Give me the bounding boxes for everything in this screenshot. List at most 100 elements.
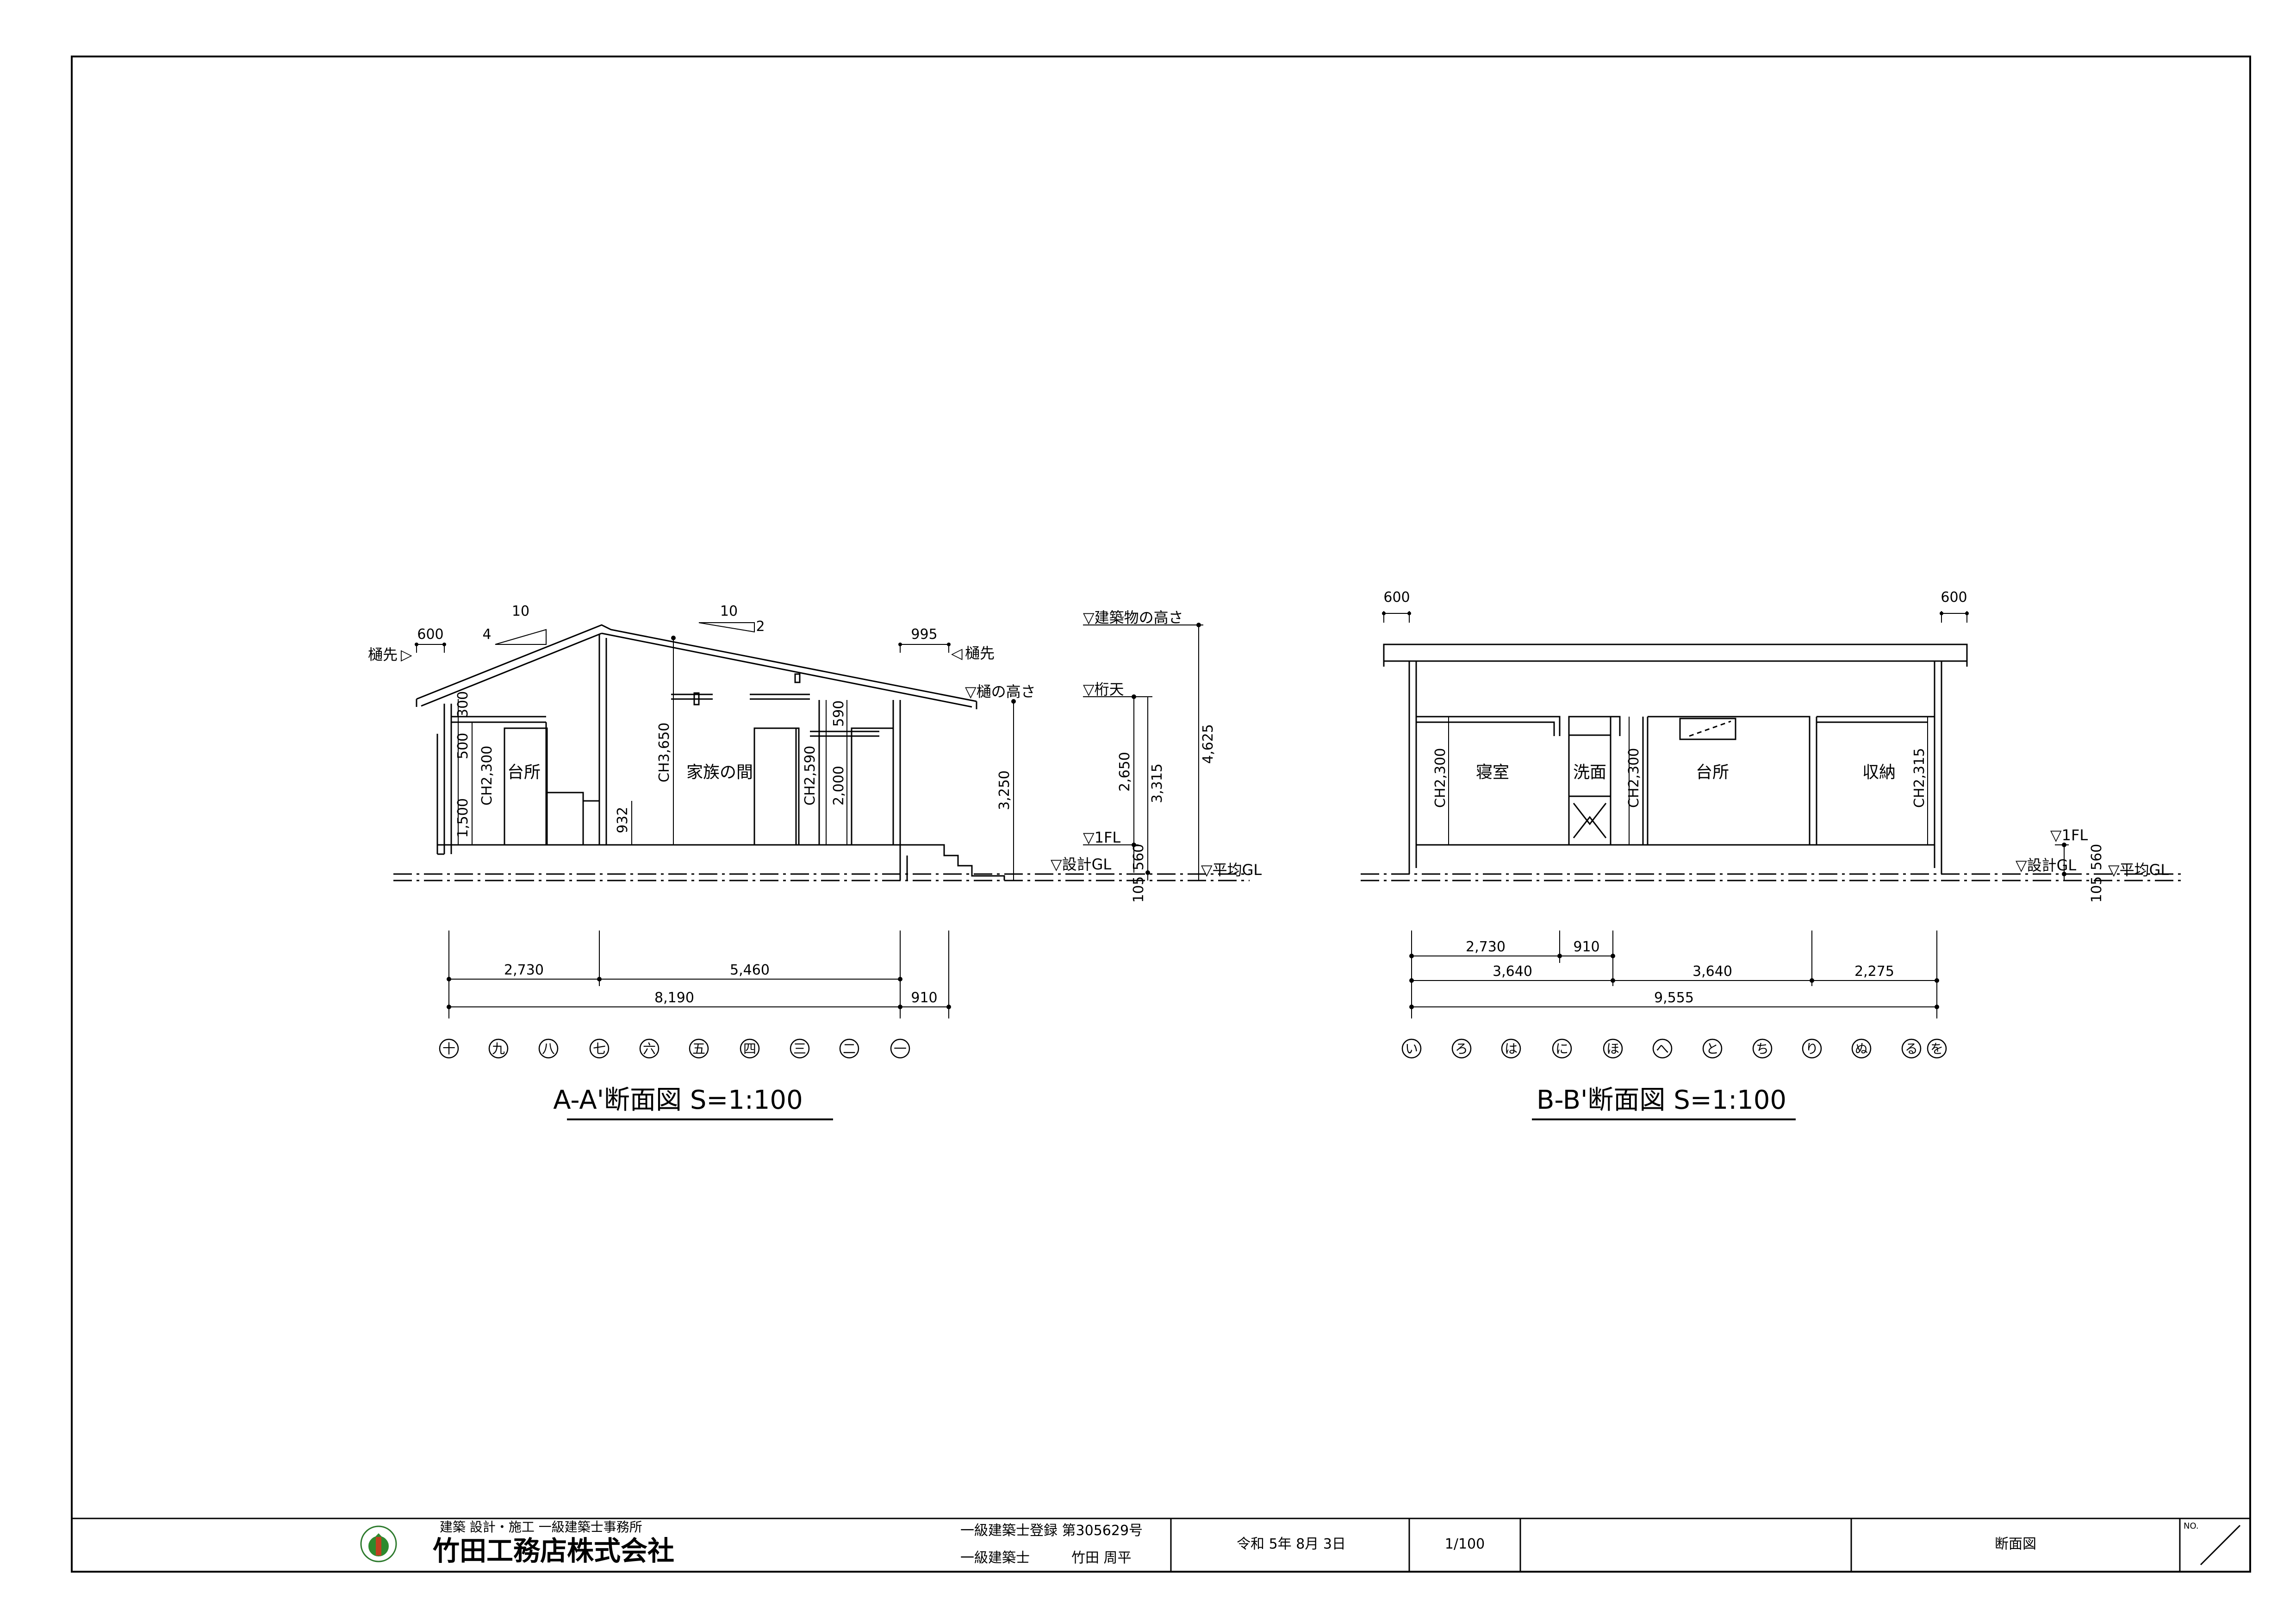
span-dim: 8,190 [654, 990, 694, 1006]
drawing-name: 断面図 [1995, 1536, 2036, 1552]
height-dim: 2,650 [1117, 752, 1133, 792]
pitch-rise-left: 4 [482, 626, 491, 643]
height-dim: 105 [1131, 876, 1147, 903]
drawing-date: 令和 5年 8月 3日 [1237, 1536, 1346, 1552]
level-beam-top: ▽桁天 [1083, 681, 1124, 698]
axis-label: ほ [1606, 1041, 1619, 1056]
span-dim: 2,275 [1854, 963, 1894, 980]
eave-tip-right-mark: ◁ [951, 644, 963, 662]
height-dim: 300 [455, 691, 471, 718]
section-bb-dimensions [1383, 611, 2069, 1018]
axis-label: ぬ [1855, 1041, 1868, 1056]
section-aa-labels: 600 995 樋先 ▷ ◁ 樋先 10 4 10 2 台所 家族の間 CH2,… [368, 603, 1262, 1006]
eave-dim-left: 600 [1383, 589, 1410, 606]
section-bb-labels: 600 600 寝室 洗面 台所 収納 CH2,300 CH2,300 CH2,… [1383, 589, 2169, 1006]
eave-tip-right: 樋先 [965, 644, 995, 662]
span-dim: 9,555 [1654, 990, 1694, 1006]
axis-label: ろ [1455, 1041, 1468, 1056]
axis-label: 五 [692, 1041, 705, 1056]
span-dim: 3,640 [1493, 963, 1532, 980]
pitch-run-left: 10 [512, 603, 529, 619]
axis-label: へ [1656, 1041, 1669, 1056]
level-1fl: ▽1FL [1083, 829, 1120, 846]
height-dim: 3,250 [996, 770, 1013, 810]
height-dim: 590 [831, 700, 847, 727]
level-design-gl: ▽設計GL [2016, 856, 2076, 874]
section-aa-title: A-A'断面図 S=1:100 [553, 1085, 803, 1115]
drawing-scale: 1/100 [1445, 1536, 1485, 1552]
company-name: 竹田工務店株式会社 [433, 1535, 674, 1567]
eave-tip-left: 樋先 [368, 646, 398, 663]
height-dim: 932 [615, 807, 631, 833]
span-dim: 3,640 [1692, 963, 1732, 980]
eave-dim-right: 600 [1941, 589, 1967, 606]
sheet-number-label: NO. [2184, 1521, 2199, 1531]
axis-label: 四 [743, 1041, 756, 1056]
sheet-border [71, 56, 2251, 1573]
axis-label: り [1805, 1041, 1818, 1056]
ceiling-height: CH3,650 [656, 723, 672, 782]
level-average-gl: ▽平均GL [1201, 861, 1262, 879]
eave-dim-left: 600 [417, 626, 443, 643]
section-bb-dim-dots [1382, 612, 2066, 1009]
span-dim: 910 [911, 990, 937, 1006]
section-bb-axes [1401, 1038, 1947, 1059]
axis-label: い [1405, 1041, 1418, 1056]
level-1fl: ▽1FL [2050, 826, 2088, 844]
company-subtitle: 建築 設計・施工 一級建築士事務所 [440, 1519, 642, 1535]
axis-label: 三 [793, 1041, 806, 1056]
pitch-run-right: 10 [720, 603, 738, 619]
section-aa-axes [439, 1038, 910, 1059]
company-logo [360, 1525, 397, 1562]
axis-label: 十 [442, 1041, 455, 1056]
height-dim: 4,625 [1200, 724, 1216, 764]
pitch-rise-right: 2 [756, 618, 765, 635]
section-aa [393, 624, 1250, 881]
ceiling-height: CH2,300 [1626, 748, 1642, 808]
axis-label: を [1930, 1041, 1943, 1056]
axis-label: 一 [894, 1041, 907, 1056]
architect-label: 一級建築士 [960, 1550, 1030, 1566]
room-bedroom: 寝室 [1476, 763, 1509, 782]
axis-label: 七 [593, 1041, 606, 1056]
span-dim: 2,730 [504, 962, 544, 978]
ceiling-height: CH2,300 [1432, 748, 1449, 808]
room-washroom: 洗面 [1573, 763, 1606, 782]
axis-label: 六 [643, 1041, 656, 1056]
height-dim: 105 [2089, 876, 2105, 903]
architect-name: 竹田 周平 [1071, 1550, 1132, 1566]
section-bb [1361, 643, 2184, 881]
level-average-gl: ▽平均GL [2108, 861, 2169, 879]
section-bb-axis-labels: い ろ は に ほ へ と ち り ぬ る を [1405, 1041, 1943, 1056]
axis-label: 二 [843, 1041, 856, 1056]
level-gutter-height: ▽樋の高さ [965, 683, 1036, 700]
height-dim: 3,315 [1149, 763, 1165, 803]
room-kitchen: 台所 [1696, 763, 1729, 782]
section-aa-axis-labels: 十 九 八 七 六 五 四 三 二 一 [442, 1041, 907, 1056]
axis-label: 八 [542, 1041, 555, 1056]
section-bb-title: B-B'断面図 S=1:100 [1537, 1085, 1786, 1115]
height-dim: 500 [455, 733, 471, 759]
height-dim: 1,500 [455, 798, 471, 838]
height-dim: 2,000 [831, 766, 847, 806]
room-kitchen: 台所 [507, 763, 541, 782]
axis-label: に [1556, 1041, 1568, 1056]
level-building-height: ▽建築物の高さ [1083, 609, 1183, 626]
title-block [72, 1518, 2250, 1572]
span-dim: 910 [1573, 939, 1599, 955]
axis-label: と [1706, 1041, 1719, 1056]
height-dim: 560 [2089, 844, 2105, 870]
span-dim: 2,730 [1466, 939, 1506, 955]
ceiling-height: CH2,590 [802, 746, 818, 806]
axis-label: 九 [492, 1041, 505, 1056]
ceiling-height: CH2,315 [1911, 748, 1928, 808]
level-design-gl: ▽設計GL [1051, 856, 1111, 873]
title-block-text: 建築 設計・施工 一級建築士事務所 竹田工務店株式会社 一級建築士登録 第305… [433, 1519, 2199, 1567]
eave-dim-right: 995 [911, 626, 937, 643]
registration: 一級建築士登録 第305629号 [960, 1523, 1143, 1539]
room-family: 家族の間 [686, 763, 753, 782]
span-dim: 5,460 [730, 962, 770, 978]
room-storage: 収納 [1862, 763, 1896, 782]
ceiling-height: CH2,300 [479, 746, 495, 806]
